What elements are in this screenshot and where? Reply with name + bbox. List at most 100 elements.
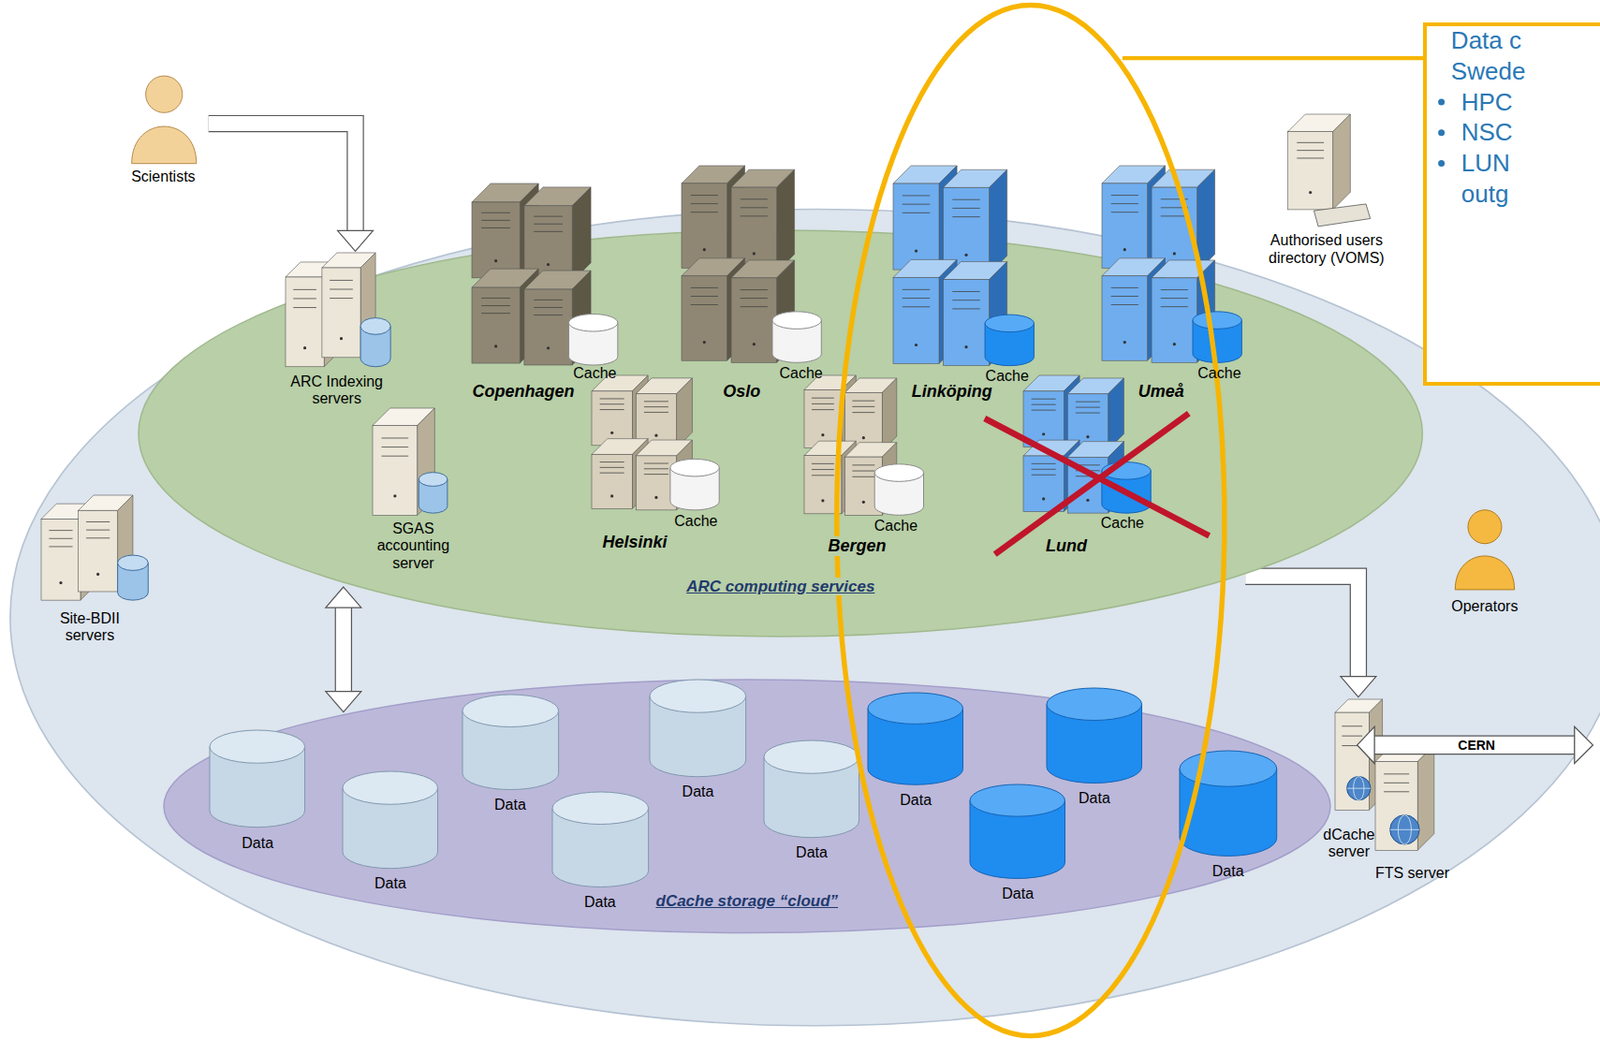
drive-bay (740, 297, 768, 299)
power-led (545, 346, 549, 350)
drive-bay (811, 463, 835, 465)
server-front (77, 510, 118, 592)
power-led (1042, 432, 1045, 436)
drive-bay (533, 314, 563, 316)
drive-bay (1111, 286, 1139, 288)
drive-bay (1075, 401, 1101, 403)
cluster-site-shape (804, 375, 925, 515)
server-front (372, 425, 418, 516)
drive-bay (1296, 149, 1324, 151)
power-led (494, 259, 498, 263)
globe (1346, 776, 1370, 800)
drive-bay (48, 529, 73, 531)
drive-bay (381, 437, 409, 439)
power-led (58, 581, 62, 585)
storage-cylinder-shape (763, 739, 861, 839)
arrow-body (1245, 576, 1359, 679)
server-side (676, 378, 693, 449)
node-label: Data (795, 844, 828, 862)
server-front (681, 275, 728, 360)
storage-cylinder-shape (866, 691, 965, 786)
cluster-site-shape (471, 183, 618, 366)
cluster-site-shape (591, 375, 720, 511)
server-front (942, 278, 989, 366)
cylinder-top (552, 792, 649, 825)
cluster-site: OsloCache (681, 165, 822, 363)
cylinder-top (670, 458, 720, 477)
server-front (731, 277, 778, 362)
bullet (1438, 160, 1446, 167)
drive-bay (811, 469, 835, 470)
drive-bay (1111, 194, 1139, 196)
arrow-head (1574, 726, 1594, 764)
drive-bay (1031, 463, 1057, 465)
cylinder-top (969, 784, 1066, 817)
node-label: Data (1078, 790, 1111, 808)
power-led (862, 436, 866, 440)
storage-cylinder: Data (648, 678, 748, 778)
node-label: ARC Indexing servers (278, 373, 396, 409)
power-led (821, 499, 824, 502)
power-led (654, 496, 658, 500)
bullet (1438, 98, 1446, 105)
drive-bay (851, 476, 875, 478)
storage-cylinder: Data (763, 739, 861, 839)
bullet (1438, 129, 1446, 136)
power-led (1173, 251, 1176, 255)
region-outline (138, 230, 1423, 637)
cluster-site: BergenCache (804, 375, 925, 515)
server-front (893, 277, 940, 364)
callout-text: NSC (1461, 117, 1585, 148)
drive-bay (740, 215, 768, 217)
link-label: CERN (1455, 737, 1498, 753)
drive-bay (740, 306, 768, 308)
node-label: ARC computing services (683, 577, 878, 597)
drive-bay (851, 406, 875, 408)
power-led (1123, 340, 1127, 344)
node-label: Data (494, 796, 527, 814)
server-front (591, 391, 632, 446)
server-front (1288, 132, 1334, 210)
person-body (132, 126, 197, 164)
callout-text: HPC (1461, 87, 1585, 118)
drive-bay (1075, 412, 1101, 414)
drive-bay (851, 400, 875, 402)
node-label: Cache (674, 513, 718, 530)
drive-bay (644, 468, 669, 470)
cern-arrow-line (1373, 753, 1576, 755)
drive-bay (644, 411, 669, 413)
node-label: Helsinki (599, 532, 670, 553)
server-front (471, 202, 520, 279)
cluster-site-shape (893, 165, 1034, 367)
drive-bay (740, 198, 768, 200)
server-group: ARC Indexing servers (285, 252, 393, 369)
drive-bay (481, 297, 511, 299)
node-label: Linköping (911, 381, 993, 402)
flow-arrow (1245, 576, 1377, 698)
server-group-shape (41, 495, 151, 602)
power-led (393, 494, 397, 498)
drive-bay (1160, 215, 1189, 217)
power-led (96, 572, 100, 575)
callout-box: Data c SwedeHPCNSCLUN outg (1423, 22, 1600, 386)
globe-line (1346, 787, 1370, 789)
cylinder-top (1179, 750, 1278, 787)
directory-server: Authorised users directory (VOMS) (1283, 114, 1371, 227)
node-label: Scientists (131, 168, 195, 186)
node-label: Cache (1197, 365, 1241, 382)
drive-bay (1160, 306, 1189, 308)
cylinder-top (209, 730, 306, 764)
storage-cylinder: Data (341, 770, 440, 870)
cylinder-top (462, 694, 559, 728)
drive-bay (533, 299, 563, 301)
cylinder-top (342, 771, 439, 805)
drive-bay (1111, 304, 1139, 306)
server-side (988, 169, 1007, 274)
storage-cylinder: Data (208, 729, 307, 829)
node-label: dCache server (1317, 826, 1381, 862)
drive-bay (1383, 781, 1410, 783)
server-front (471, 287, 520, 364)
keyboard (1314, 204, 1371, 227)
drive-bay (481, 312, 511, 314)
drive-bay (811, 397, 835, 399)
